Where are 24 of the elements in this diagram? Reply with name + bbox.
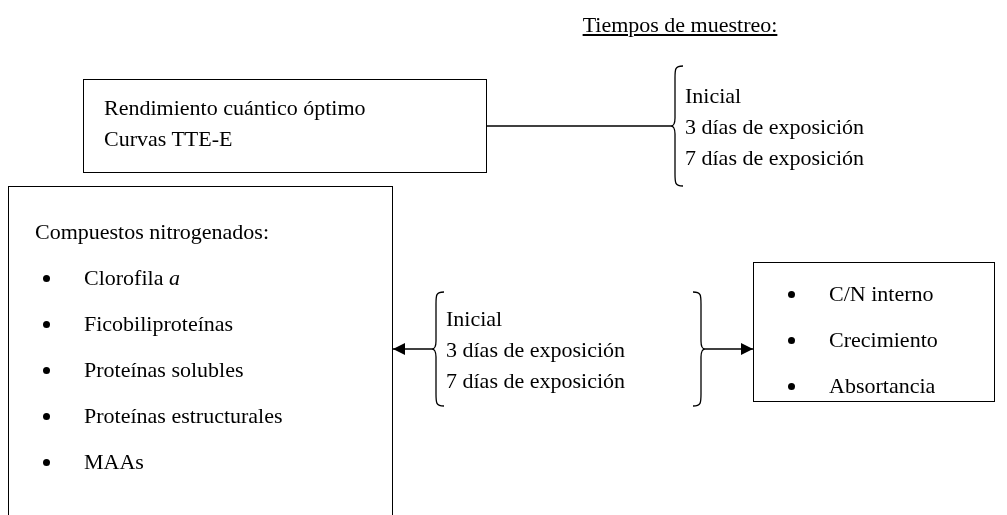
list-item: Ficobiliproteínas <box>84 311 234 337</box>
list-item: Crecimiento <box>829 327 938 353</box>
title: Tiempos de muestreo: <box>581 12 779 38</box>
text-line: 3 días de exposición <box>685 112 866 141</box>
list-item: Proteínas estructurales <box>84 403 283 429</box>
list-item: Absortancia <box>829 373 936 399</box>
arrow <box>392 343 433 355</box>
list-item: MAAs <box>84 449 144 475</box>
text-line: 3 días de exposición <box>446 335 627 364</box>
list-item: C/N interno <box>829 281 934 307</box>
text-line: Rendimiento cuántico óptimo <box>104 94 367 122</box>
text-line: Inicial <box>685 81 743 110</box>
connector-line <box>486 125 672 127</box>
process-box <box>83 79 487 173</box>
text-line: 7 días de exposición <box>685 143 866 172</box>
arrow <box>704 343 754 355</box>
process-box <box>753 262 995 402</box>
process-box <box>8 186 393 515</box>
list-heading: Compuestos nitrogenados: <box>35 218 271 246</box>
text-line: Curvas TTE-E <box>104 125 234 153</box>
text-line: 7 días de exposición <box>446 366 627 395</box>
text-line: Inicial <box>446 304 504 333</box>
list-item: Clorofila a <box>84 265 180 291</box>
list-item: Proteínas solubles <box>84 357 244 383</box>
